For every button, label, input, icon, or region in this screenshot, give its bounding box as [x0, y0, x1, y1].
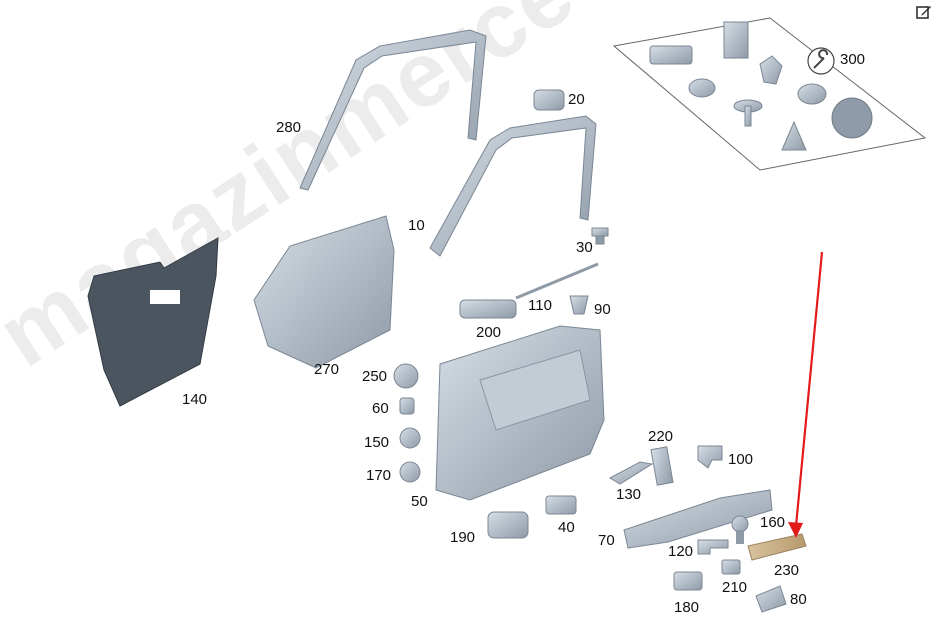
part-10-frame-seal[interactable] — [429, 115, 597, 257]
label-10[interactable]: 10 — [408, 217, 425, 234]
label-220[interactable]: 220 — [648, 428, 674, 445]
label-140[interactable]: 140 — [182, 391, 208, 408]
label-180[interactable]: 180 — [674, 599, 700, 616]
label-160[interactable]: 160 — [760, 514, 786, 531]
label-190[interactable]: 190 — [450, 529, 476, 546]
label-170[interactable]: 170 — [366, 467, 392, 484]
label-280[interactable]: 280 — [276, 119, 302, 136]
part-20-clip[interactable] — [533, 89, 565, 111]
label-40[interactable]: 40 — [558, 519, 575, 536]
part-90-grommet[interactable] — [569, 295, 589, 315]
part-110-rod[interactable] — [515, 262, 599, 300]
part-160-screw[interactable] — [731, 515, 749, 544]
part-40-switch[interactable] — [545, 495, 577, 515]
label-210[interactable]: 210 — [722, 579, 748, 596]
part-60-clip[interactable] — [399, 397, 415, 415]
edit-icon — [916, 6, 931, 19]
part-270-door-carrier[interactable] — [253, 215, 395, 369]
label-200[interactable]: 200 — [476, 324, 502, 341]
edit-button[interactable] — [916, 4, 934, 22]
part-150-plug[interactable] — [399, 427, 421, 449]
part-210-cap[interactable] — [721, 559, 741, 575]
part-280-window-channel[interactable] — [299, 29, 487, 191]
part-190-cover[interactable] — [487, 511, 529, 539]
label-60[interactable]: 60 — [372, 400, 389, 417]
label-250[interactable]: 250 — [362, 368, 388, 385]
part-140-insulation-panel[interactable] — [87, 237, 219, 407]
part-80-bracket[interactable] — [755, 585, 787, 613]
label-120[interactable]: 120 — [668, 543, 694, 560]
part-30-screw[interactable] — [591, 227, 609, 245]
label-50[interactable]: 50 — [411, 493, 428, 510]
part-120-clip[interactable] — [697, 539, 729, 555]
part-100-clip[interactable] — [697, 445, 723, 469]
label-300[interactable]: 300 — [840, 51, 866, 68]
part-250-cap[interactable] — [393, 363, 419, 389]
label-70[interactable]: 70 — [598, 532, 615, 549]
kit-box-300[interactable] — [612, 17, 927, 171]
label-80[interactable]: 80 — [790, 591, 807, 608]
label-150[interactable]: 150 — [364, 434, 390, 451]
label-20[interactable]: 20 — [568, 91, 585, 108]
label-100[interactable]: 100 — [728, 451, 754, 468]
label-230[interactable]: 230 — [774, 562, 800, 579]
label-110[interactable]: 110 — [528, 297, 552, 314]
wrench-icon — [807, 47, 835, 75]
label-270[interactable]: 270 — [314, 361, 340, 378]
part-70-switch-panel[interactable] — [623, 489, 773, 549]
part-170-plug[interactable] — [399, 461, 421, 483]
label-90[interactable]: 90 — [594, 301, 611, 318]
highlight-arrow — [788, 251, 824, 538]
label-30[interactable]: 30 — [576, 239, 593, 256]
label-130[interactable]: 130 — [616, 486, 642, 503]
part-220-strip[interactable] — [650, 446, 674, 486]
part-130-handle-bezel[interactable] — [608, 461, 654, 485]
part-230-trim-strip[interactable] — [747, 533, 807, 561]
part-180-switch[interactable] — [673, 571, 703, 591]
part-200-handle[interactable] — [459, 299, 517, 319]
